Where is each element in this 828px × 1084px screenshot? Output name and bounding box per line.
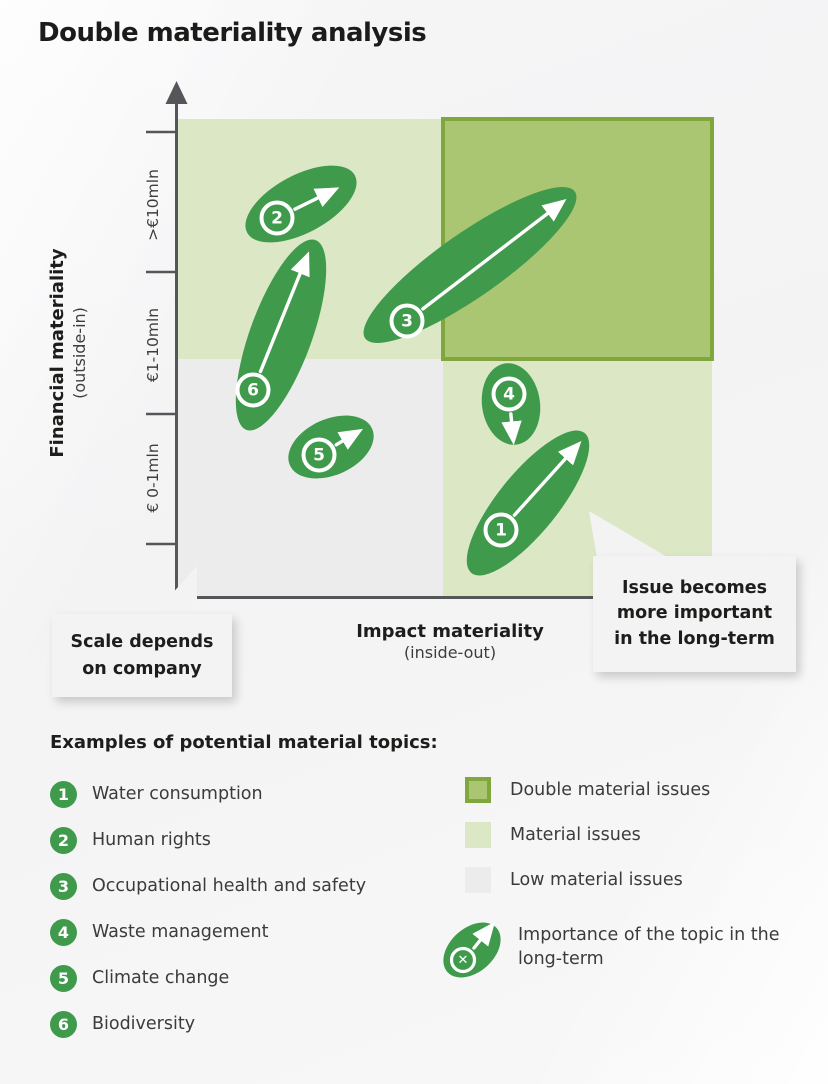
longterm-callout-line: Issue becomes xyxy=(621,577,768,598)
scale-callout-line: on company xyxy=(82,658,202,679)
topic-legend-label: Water consumption xyxy=(92,784,263,804)
topic-number-badge: 4 xyxy=(50,918,77,946)
topic-legend-item-1: 1 Water consumption xyxy=(50,771,366,817)
importance-badge-x: ✕ xyxy=(458,953,469,968)
importance-arrow xyxy=(472,921,496,950)
topic-trend-arrow-2 xyxy=(293,187,340,211)
zone-legend-item-material: Material issues xyxy=(465,812,710,857)
topic-number-badge: 6 xyxy=(50,1010,77,1038)
importance-badge xyxy=(449,946,477,974)
longterm-callout-line: in the long-term xyxy=(614,628,775,649)
y-axis-tick-label: € 0-1mln xyxy=(144,443,162,512)
y-axis-tick-label: >€10mln xyxy=(144,169,162,241)
y-axis-subtitle-text: (outside-in) xyxy=(69,307,89,399)
topic-number-badge: 1 xyxy=(50,780,77,808)
x-axis-subtitle-text: (inside-out) xyxy=(403,643,497,663)
topic-legend-label: Climate change xyxy=(92,968,230,988)
zone-legend-label: Double material issues xyxy=(510,779,711,800)
importance-trend-icon: ✕ xyxy=(443,921,501,978)
topic-badge-number-5: 5 xyxy=(313,446,325,466)
zone-legend-label: Material issues xyxy=(510,824,641,845)
topic-badge-number-6: 6 xyxy=(247,381,259,401)
y-axis-arrowhead xyxy=(165,81,188,104)
x-axis-title-text: Impact materiality xyxy=(356,621,544,642)
topic-legend-label: Biodiversity xyxy=(92,1014,196,1034)
topic-legend-item-6: 6 Biodiversity xyxy=(50,1001,366,1047)
topic-trend-arrow-6 xyxy=(258,251,310,374)
zone-legend-label: Low material issues xyxy=(510,869,683,890)
topic-legend-label: Occupational health and safety xyxy=(92,876,367,896)
topic-trend-arrow-1 xyxy=(512,440,582,517)
topic-badge-5 xyxy=(301,437,337,473)
topic-legend-item-2: 2 Human rights xyxy=(50,817,366,863)
material-zone-swatch xyxy=(465,821,491,848)
topic-badge-4 xyxy=(491,376,527,412)
low-zone-swatch xyxy=(465,866,491,893)
topic-legend-item-4: 4 Waste management xyxy=(50,909,366,955)
materiality-matrix-chart: >€10mln €1-10mln € 0-1mln 1 2 3 4 5 6 xyxy=(144,81,714,599)
topic-legend-item-3: 3 Occupational health and safety xyxy=(50,863,366,909)
importance-legend-label: Importance of the topic in the long-term xyxy=(518,925,780,969)
scale-callout-line: Scale depends xyxy=(70,632,214,653)
page-title: Double materiality analysis xyxy=(38,18,427,48)
topic-legend-label: Human rights xyxy=(92,830,211,850)
topic-badge-6 xyxy=(235,372,271,408)
legend-heading: Examples of potential material topics: xyxy=(50,732,438,753)
topic-trend-arrow-4 xyxy=(501,412,522,446)
zone-legend-item-low: Low material issues xyxy=(465,857,710,902)
y-axis-title: Financial materiality (outside-in) xyxy=(47,241,109,465)
topic-badge-number-4: 4 xyxy=(503,385,515,405)
scale-callout: Scale depends on company xyxy=(52,614,232,697)
y-axis-tick-label: €1-10mln xyxy=(144,308,162,382)
topic-badge-number-1: 1 xyxy=(495,521,507,541)
topic-trend-arrow-5 xyxy=(334,428,364,450)
y-axis-title-text: Financial materiality xyxy=(47,248,68,458)
topic-trend-arrow-3 xyxy=(421,199,567,311)
topic-ellipse-3 xyxy=(363,187,577,343)
x-axis-title: Impact materiality (inside-out) xyxy=(310,620,590,664)
importance-legend-row: ✕ Importance of the topic in the long-te… xyxy=(440,908,786,992)
topic-badge-number-3: 3 xyxy=(401,312,413,332)
topic-number-badge: 2 xyxy=(50,826,77,854)
longterm-callout-line: more important xyxy=(616,603,773,624)
topic-legend-item-5: 5 Climate change xyxy=(50,955,366,1001)
topic-badge-2 xyxy=(259,200,295,236)
topic-number-badge: 3 xyxy=(50,872,77,900)
topic-legend-list: 1 Water consumption 2 Human rights 3 Occupati… xyxy=(50,771,366,1047)
zone-legend-item-double: Double material issues xyxy=(465,767,710,812)
importance-ellipse xyxy=(443,922,501,978)
double-zone-swatch xyxy=(465,776,491,803)
topic-number-badge: 5 xyxy=(50,964,77,992)
topic-badge-3 xyxy=(389,303,425,339)
topic-badge-1 xyxy=(483,512,519,548)
topic-badge-number-2: 2 xyxy=(271,209,283,229)
topic-legend-label: Waste management xyxy=(92,922,269,942)
longterm-callout: Issue becomes more important in the long… xyxy=(593,556,796,672)
